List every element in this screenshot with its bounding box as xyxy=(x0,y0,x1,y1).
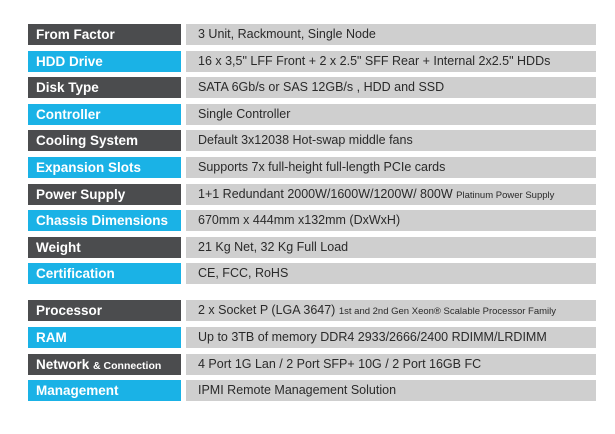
spec-row-controller: Controller Single Controller xyxy=(28,103,596,125)
spec-value: 16 x 3,5" LFF Front + 2 x 2.5" SFF Rear … xyxy=(186,50,596,72)
spec-row-expansion-slots: Expansion Slots Supports 7x full-height … xyxy=(28,156,596,178)
spec-value-main: 2 x Socket P (LGA 3647) xyxy=(198,303,336,318)
spec-label: HDD Drive xyxy=(28,50,181,72)
spec-row-network: Network & Connection 4 Port 1G Lan / 2 P… xyxy=(28,353,596,375)
spec-row-hdd-drive: HDD Drive 16 x 3,5" LFF Front + 2 x 2.5"… xyxy=(28,50,596,72)
spec-table: From Factor 3 Unit, Rackmount, Single No… xyxy=(28,24,596,402)
hardware-spec-group: From Factor 3 Unit, Rackmount, Single No… xyxy=(28,24,596,285)
spec-label: Power Supply xyxy=(28,183,181,205)
spec-row-chassis-dimensions: Chassis Dimensions 670mm x 444mm x132mm … xyxy=(28,210,596,232)
spec-label: Weight xyxy=(28,236,181,258)
spec-row-management: Management IPMI Remote Management Soluti… xyxy=(28,380,596,402)
spec-label: Processor xyxy=(28,300,181,322)
spec-value: Single Controller xyxy=(186,103,596,125)
spec-label: Network & Connection xyxy=(28,353,181,375)
spec-row-certification: Certification CE, FCC, RoHS xyxy=(28,263,596,285)
spec-row-ram: RAM Up to 3TB of memory DDR4 2933/2666/2… xyxy=(28,326,596,348)
spec-value: SATA 6Gb/s or SAS 12GB/s , HDD and SSD xyxy=(186,77,596,99)
spec-value: IPMI Remote Management Solution xyxy=(186,380,596,402)
spec-value: 2 x Socket P (LGA 3647) 1st and 2nd Gen … xyxy=(186,300,596,322)
spec-value: 4 Port 1G Lan / 2 Port SFP+ 10G / 2 Port… xyxy=(186,353,596,375)
spec-value: Default 3x12038 Hot-swap middle fans xyxy=(186,130,596,152)
spec-value: 3 Unit, Rackmount, Single Node xyxy=(186,24,596,45)
spec-value: CE, FCC, RoHS xyxy=(186,263,596,285)
spec-label: Chassis Dimensions xyxy=(28,210,181,232)
spec-row-power-supply: Power Supply 1+1 Redundant 2000W/1600W/1… xyxy=(28,183,596,205)
spec-label: Certification xyxy=(28,263,181,285)
spec-row-weight: Weight 21 Kg Net, 32 Kg Full Load xyxy=(28,236,596,258)
spec-label: Cooling System xyxy=(28,130,181,152)
spec-value-note: 1st and 2nd Gen Xeon® Scalable Processor… xyxy=(338,306,557,318)
system-spec-group: Processor 2 x Socket P (LGA 3647) 1st an… xyxy=(28,300,596,402)
spec-label-note: & Connection xyxy=(93,359,162,372)
spec-row-cooling-system: Cooling System Default 3x12038 Hot-swap … xyxy=(28,130,596,152)
spec-row-disk-type: Disk Type SATA 6Gb/s or SAS 12GB/s , HDD… xyxy=(28,77,596,99)
spec-row-form-factor: From Factor 3 Unit, Rackmount, Single No… xyxy=(28,24,596,45)
spec-value: 670mm x 444mm x132mm (DxWxH) xyxy=(186,210,596,232)
spec-label: RAM xyxy=(28,326,181,348)
spec-label: Controller xyxy=(28,103,181,125)
spec-label-main: Network xyxy=(36,356,90,372)
spec-row-processor: Processor 2 x Socket P (LGA 3647) 1st an… xyxy=(28,300,596,322)
spec-value: Supports 7x full-height full-length PCIe… xyxy=(186,156,596,178)
spec-label: Management xyxy=(28,380,181,402)
spec-label: Expansion Slots xyxy=(28,156,181,178)
spec-value: 21 Kg Net, 32 Kg Full Load xyxy=(186,236,596,258)
spec-label: Disk Type xyxy=(28,77,181,99)
spec-value-main: 1+1 Redundant 2000W/1600W/1200W/ 800W xyxy=(198,186,453,201)
spec-value: 1+1 Redundant 2000W/1600W/1200W/ 800W Pl… xyxy=(186,183,596,205)
spec-value: Up to 3TB of memory DDR4 2933/2666/2400 … xyxy=(186,326,596,348)
spec-value-note: Platinum Power Supply xyxy=(456,189,555,201)
spec-label: From Factor xyxy=(28,24,181,45)
